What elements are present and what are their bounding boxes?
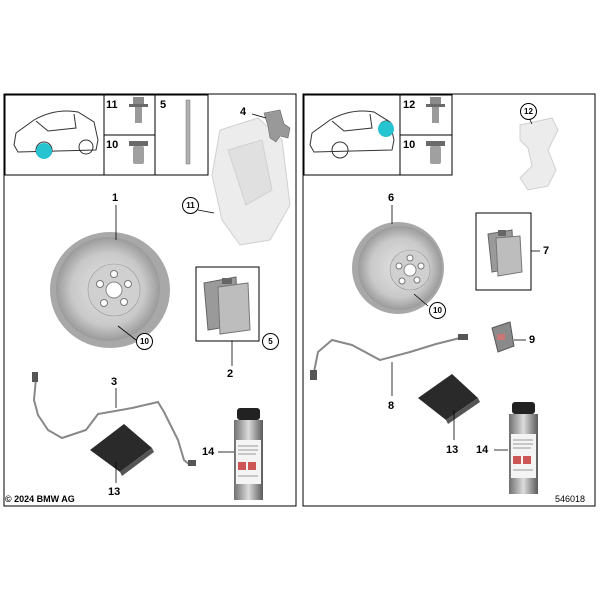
copyright-text: © 2024 BMW AG	[5, 494, 75, 504]
callout-number: 6	[388, 192, 395, 204]
guide-bolt-icon	[129, 141, 148, 164]
car-icon	[13, 110, 99, 159]
spray-can	[234, 408, 263, 500]
callout-number: 9	[529, 334, 536, 346]
legend-number: 10	[403, 139, 416, 151]
callout-circle: 5	[262, 333, 279, 350]
callout-number: 14	[476, 444, 489, 456]
right-panel-frame	[302, 93, 596, 507]
callout-circle: 12	[520, 103, 537, 120]
legend-number: 5	[160, 99, 167, 111]
callout-number: 13	[108, 486, 121, 498]
brake-pads	[203, 276, 251, 335]
brake-caliper	[211, 117, 291, 246]
bolt-icon	[426, 97, 445, 123]
clip-icon	[491, 321, 515, 353]
cleaning-cloth	[418, 374, 480, 424]
brake-disc	[50, 232, 170, 348]
left-legend-box	[4, 94, 209, 176]
legend-number: 11	[106, 99, 118, 111]
wear-sensor	[32, 377, 191, 466]
guide-bolt-icon	[426, 141, 445, 164]
callout-number: 3	[111, 376, 118, 388]
left-panel-frame	[3, 93, 297, 507]
callout-circle: 10	[429, 302, 446, 319]
callout-number: 4	[240, 106, 247, 118]
pads-box	[475, 212, 532, 291]
car-icon	[309, 110, 395, 159]
wear-sensor	[313, 337, 461, 373]
callout-number: 14	[202, 446, 215, 458]
callout-number: 8	[388, 400, 395, 412]
wheel-highlight-rear	[378, 121, 394, 137]
pads-box	[195, 266, 260, 342]
callout-number: 13	[446, 444, 459, 456]
wheel-highlight-front	[36, 143, 52, 159]
callout-number: 7	[543, 245, 550, 257]
right-legend-box	[303, 94, 453, 176]
brake-disc	[352, 222, 444, 314]
spray-can	[509, 402, 538, 494]
pin-icon	[185, 99, 191, 165]
callout-circle: 11	[182, 197, 199, 214]
callout-number: 1	[112, 192, 119, 204]
brake-pads	[487, 229, 523, 277]
legend-number: 10	[106, 139, 119, 151]
bracket-icon	[263, 109, 291, 143]
callout-circle: 10	[136, 333, 153, 350]
caliper-carrier	[519, 117, 559, 191]
legend-number: 12	[403, 99, 416, 111]
cleaning-cloth	[90, 424, 154, 476]
diagram-number: 546018	[555, 494, 586, 504]
callout-number: 2	[227, 368, 234, 380]
bolt-icon	[129, 97, 148, 123]
